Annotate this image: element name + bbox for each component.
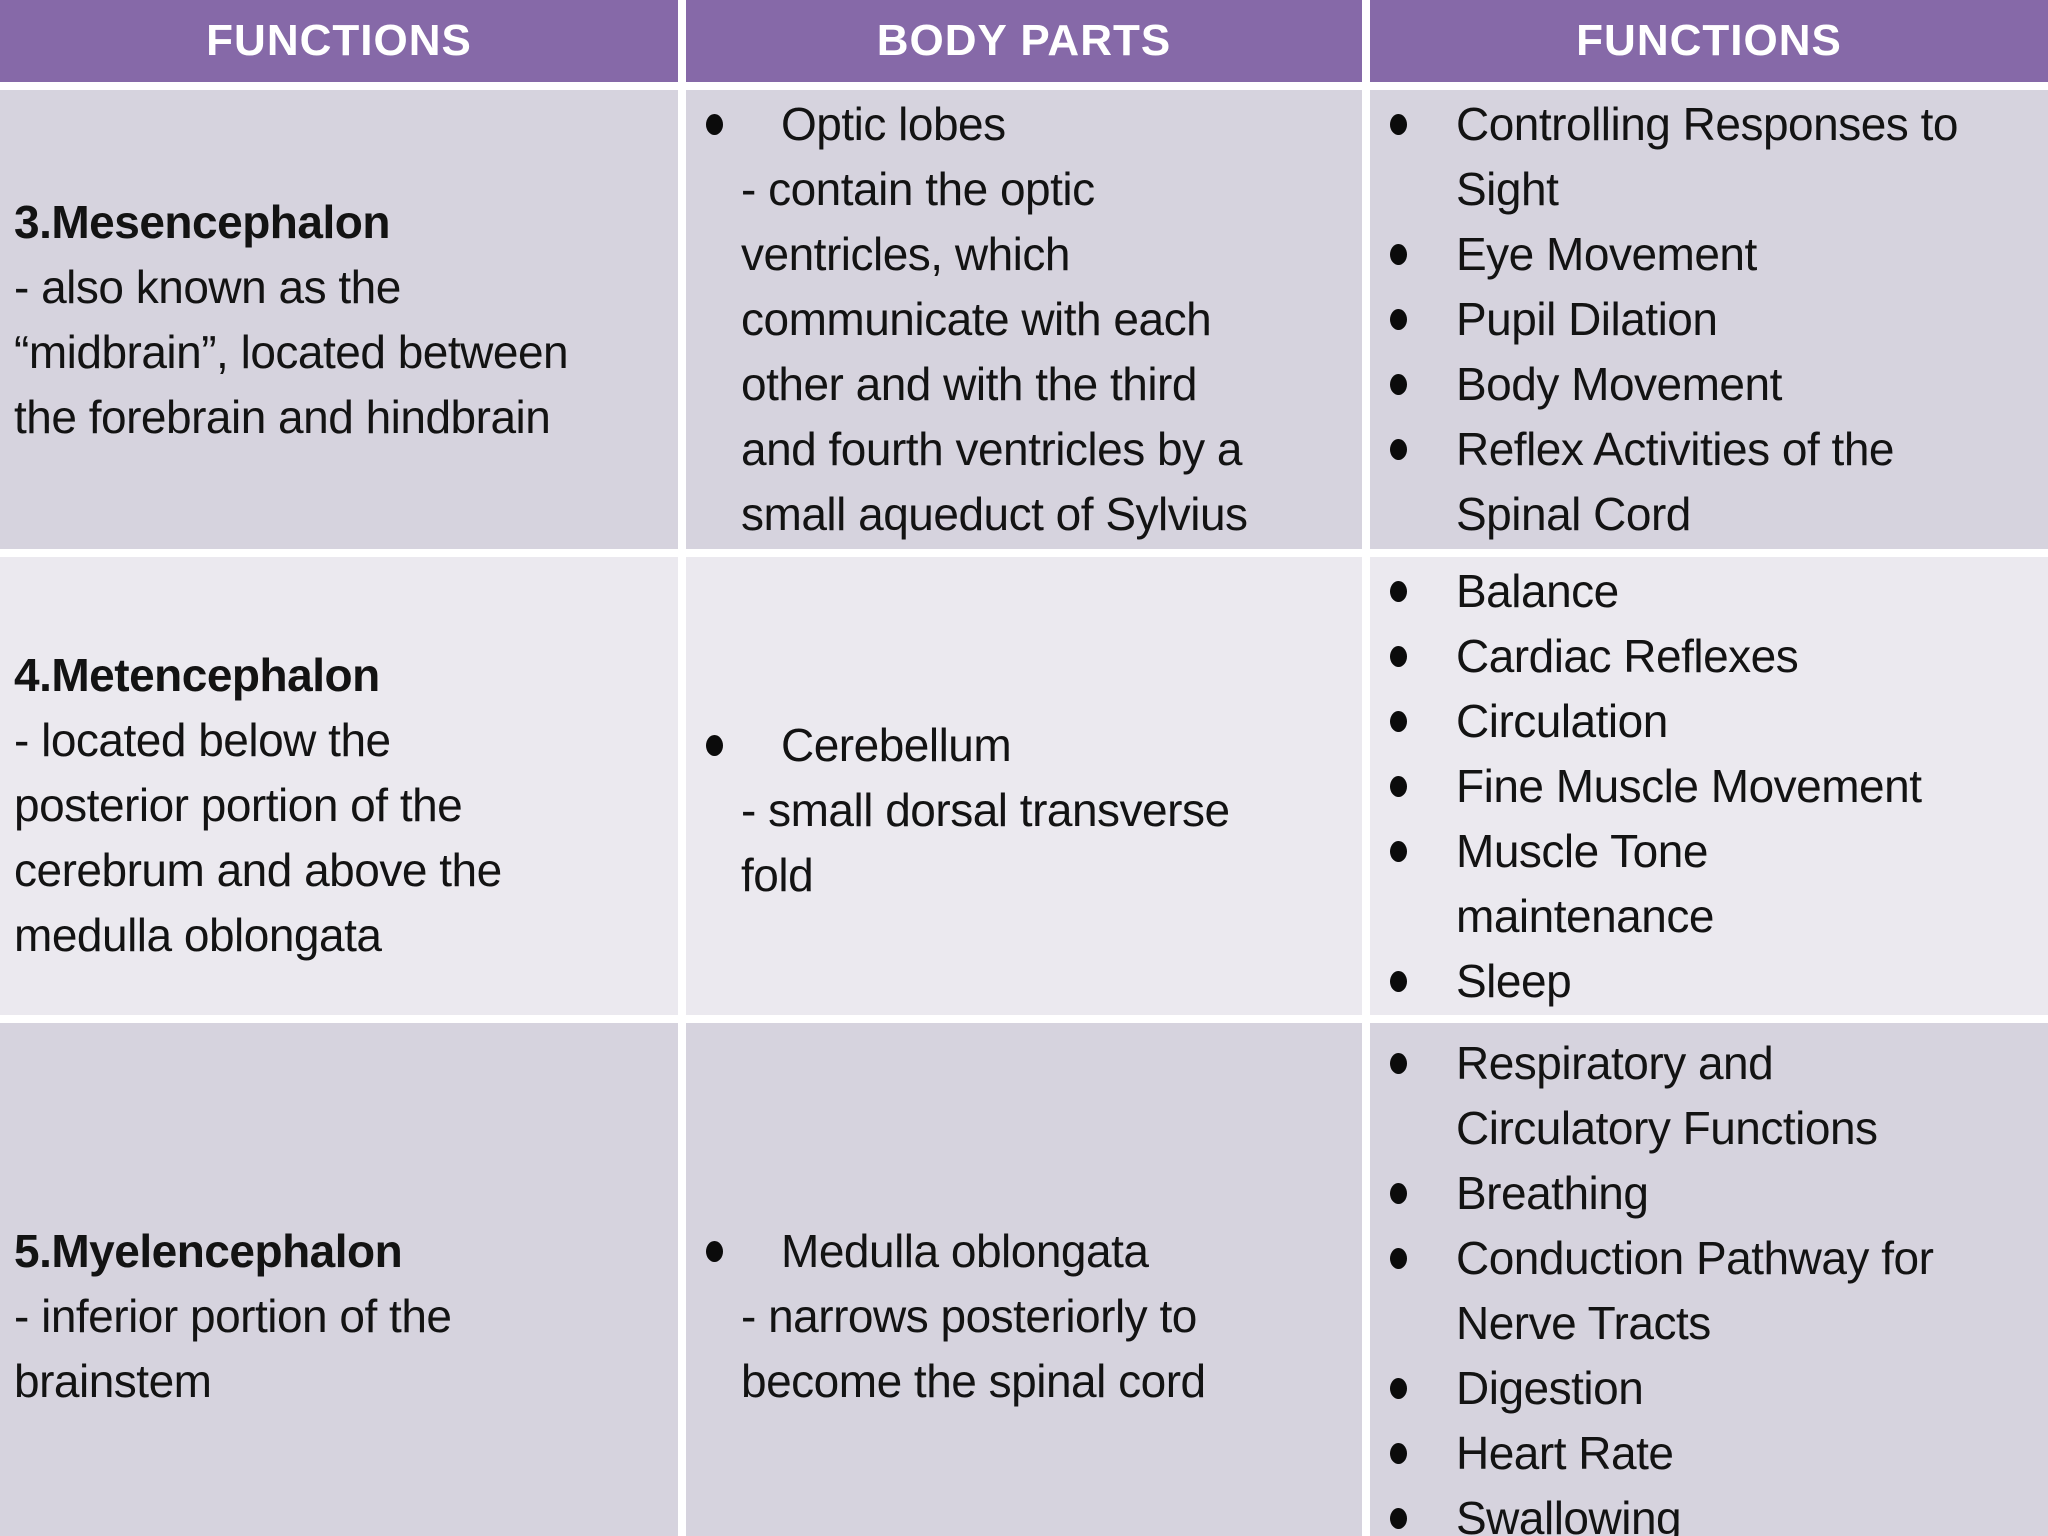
- cell-part-myelencephalon: 5.Myelencephalon - inferior portion of t…: [0, 1023, 678, 1536]
- bullet-icon: [1390, 1443, 1407, 1464]
- cell-functions-metencephalon: Balance Cardiac Reflexes Circulation Fin…: [1370, 557, 2048, 1015]
- part-description: - located below the posterior portion of…: [14, 714, 502, 961]
- bullet-icon: [1390, 244, 1407, 265]
- bullet-icon: [1390, 1248, 1407, 1269]
- bullet-icon: [1390, 374, 1407, 395]
- function-item: Circulation: [1370, 689, 2048, 754]
- bullet-icon: [706, 114, 723, 135]
- function-item: Controlling Responses to Sight: [1370, 92, 2048, 222]
- bullet-icon: [1390, 1378, 1407, 1399]
- functions-list: Respiratory and Circulatory Functions Br…: [1370, 1031, 2048, 1536]
- function-text: Body Movement: [1456, 358, 1782, 410]
- function-text: Digestion: [1456, 1362, 1644, 1414]
- bullet-icon: [1390, 1508, 1407, 1529]
- function-item: Reflex Activities of the Spinal Cord: [1370, 417, 2048, 547]
- function-item: Cardiac Reflexes: [1370, 624, 2048, 689]
- bullet-icon: [1390, 439, 1407, 460]
- function-item: Heart Rate: [1370, 1421, 2048, 1486]
- bullet-icon: [1390, 775, 1407, 797]
- function-text: Conduction Pathway for Nerve Tracts: [1456, 1232, 1934, 1349]
- body-part-detail: - narrows posteriorly to become the spin…: [741, 1290, 1206, 1407]
- cell-bodypart-metencephalon: Cerebellum - small dorsal transverse fol…: [686, 557, 1362, 1015]
- function-text: Pupil Dilation: [1456, 293, 1718, 345]
- header-functions-right: FUNCTIONS: [1370, 0, 2048, 82]
- bullet-icon: [1390, 580, 1407, 602]
- function-text: Heart Rate: [1456, 1427, 1674, 1479]
- cell-bodypart-myelencephalon: Medulla oblongata - narrows posteriorly …: [686, 1023, 1362, 1536]
- function-item: Muscle Tone maintenance: [1370, 819, 2048, 949]
- function-item: Sleep: [1370, 949, 2048, 1014]
- function-item: Breathing: [1370, 1161, 2048, 1226]
- function-text: Sleep: [1456, 954, 1572, 1007]
- function-text: Eye Movement: [1456, 228, 1757, 280]
- bullet-icon: [1390, 114, 1407, 135]
- body-part-item: Cerebellum - small dorsal transverse fol…: [686, 713, 1362, 908]
- body-part-detail: - contain the optic ventricles, which co…: [741, 163, 1248, 540]
- bullet-icon: [1390, 309, 1407, 330]
- part-name: 5.Myelencephalon: [14, 1225, 403, 1277]
- body-part-name: Medulla oblongata: [781, 1225, 1149, 1277]
- function-item: Respiratory and Circulatory Functions: [1370, 1031, 2048, 1161]
- cell-functions-myelencephalon: Respiratory and Circulatory Functions Br…: [1370, 1023, 2048, 1536]
- function-item: Swallowing: [1370, 1486, 2048, 1536]
- function-text: Cardiac Reflexes: [1456, 629, 1799, 682]
- header-body-parts: BODY PARTS: [686, 0, 1362, 82]
- bullet-icon: [1390, 710, 1407, 732]
- body-part-detail: - small dorsal transverse fold: [741, 784, 1230, 901]
- function-text: Fine Muscle Movement: [1456, 759, 1922, 812]
- function-item: Eye Movement: [1370, 222, 2048, 287]
- bullet-icon: [1390, 645, 1407, 667]
- function-item: Conduction Pathway for Nerve Tracts: [1370, 1226, 2048, 1356]
- function-text: Controlling Responses to Sight: [1456, 98, 1958, 215]
- bullet-icon: [1390, 970, 1407, 992]
- part-description: - also known as the “midbrain”, located …: [14, 260, 569, 443]
- function-text: Reflex Activities of the Spinal Cord: [1456, 423, 1894, 540]
- part-description: - inferior portion of the brainstem: [14, 1290, 452, 1407]
- function-text: Breathing: [1456, 1167, 1649, 1219]
- header-functions-left: FUNCTIONS: [0, 0, 678, 82]
- function-item: Pupil Dilation: [1370, 287, 2048, 352]
- functions-list: Controlling Responses to Sight Eye Movem…: [1370, 92, 2048, 547]
- part-name: 3.Mesencephalon: [14, 195, 390, 248]
- cell-part-mesencephalon: 3.Mesencephalon - also known as the “mid…: [0, 90, 678, 549]
- body-part-name: Cerebellum: [781, 719, 1012, 771]
- function-text: Respiratory and Circulatory Functions: [1456, 1037, 1878, 1154]
- function-item: Fine Muscle Movement: [1370, 754, 2048, 819]
- function-text: Swallowing: [1456, 1492, 1682, 1536]
- bullet-icon: [706, 735, 723, 756]
- bullet-icon: [706, 1241, 723, 1262]
- bullet-icon: [1390, 840, 1407, 862]
- bullet-icon: [1390, 1053, 1407, 1074]
- body-part-name: Optic lobes: [781, 98, 1006, 150]
- functions-list: Balance Cardiac Reflexes Circulation Fin…: [1370, 559, 2048, 1014]
- function-item: Body Movement: [1370, 352, 2048, 417]
- body-part-item: Medulla oblongata - narrows posteriorly …: [686, 1219, 1362, 1414]
- function-item: Balance: [1370, 559, 2048, 624]
- function-text: Balance: [1456, 564, 1619, 617]
- cell-part-metencephalon: 4.Metencephalon - located below the post…: [0, 557, 678, 1015]
- cell-bodypart-mesencephalon: Optic lobes - contain the optic ventricl…: [686, 90, 1362, 549]
- function-text: Circulation: [1456, 694, 1668, 747]
- part-name: 4.Metencephalon: [14, 649, 380, 701]
- cell-functions-mesencephalon: Controlling Responses to Sight Eye Movem…: [1370, 90, 2048, 549]
- bullet-icon: [1390, 1183, 1407, 1204]
- function-text: Muscle Tone maintenance: [1456, 824, 1714, 942]
- body-part-item: Optic lobes - contain the optic ventricl…: [686, 92, 1362, 547]
- function-item: Digestion: [1370, 1356, 2048, 1421]
